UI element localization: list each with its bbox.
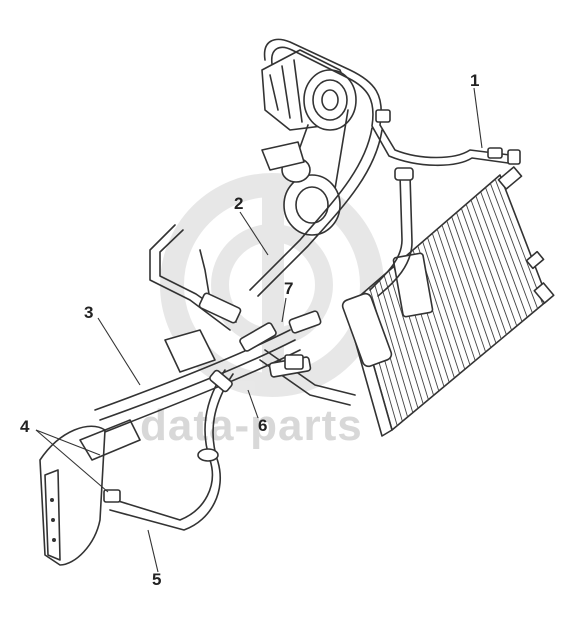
callout-labels: 1 2 3 4 5 6 7 <box>20 71 479 589</box>
condenser-fin <box>436 229 481 357</box>
condenser-fin <box>431 233 476 361</box>
condenser-fin <box>465 204 513 331</box>
condenser-fin <box>427 237 471 366</box>
pulley-and-belt <box>261 109 349 236</box>
condenser-fin <box>475 195 523 322</box>
condenser-fin <box>388 270 429 400</box>
condenser-fin <box>485 187 533 314</box>
callout-2: 2 <box>234 194 243 213</box>
condenser-fin <box>373 283 414 413</box>
condenser-fin <box>378 279 419 409</box>
condenser-fin <box>451 216 497 344</box>
condenser-fin <box>470 199 518 327</box>
compressor <box>261 49 357 131</box>
hoses <box>94 38 521 531</box>
condenser-fin <box>383 274 424 405</box>
callout-5: 5 <box>152 570 161 589</box>
condenser-fin <box>460 208 507 335</box>
condenser <box>344 166 555 437</box>
condenser-fin <box>441 224 487 353</box>
condenser-fin <box>494 179 544 305</box>
condenser-fin <box>446 220 492 348</box>
condenser-fin <box>480 191 528 318</box>
condenser-fin <box>489 183 539 309</box>
condenser-fin <box>422 241 466 370</box>
callout-6: 6 <box>258 416 267 435</box>
callout-1: 1 <box>470 71 479 90</box>
housing-bolts <box>50 498 56 542</box>
callout-7: 7 <box>284 279 293 298</box>
evaporator-housing <box>39 419 141 566</box>
bracket <box>164 329 304 373</box>
watermark-text: data-parts <box>140 401 363 450</box>
callout-4: 4 <box>20 417 30 436</box>
condenser-fin <box>456 212 502 340</box>
callout-3: 3 <box>84 303 93 322</box>
callout-leaders <box>35 87 483 573</box>
